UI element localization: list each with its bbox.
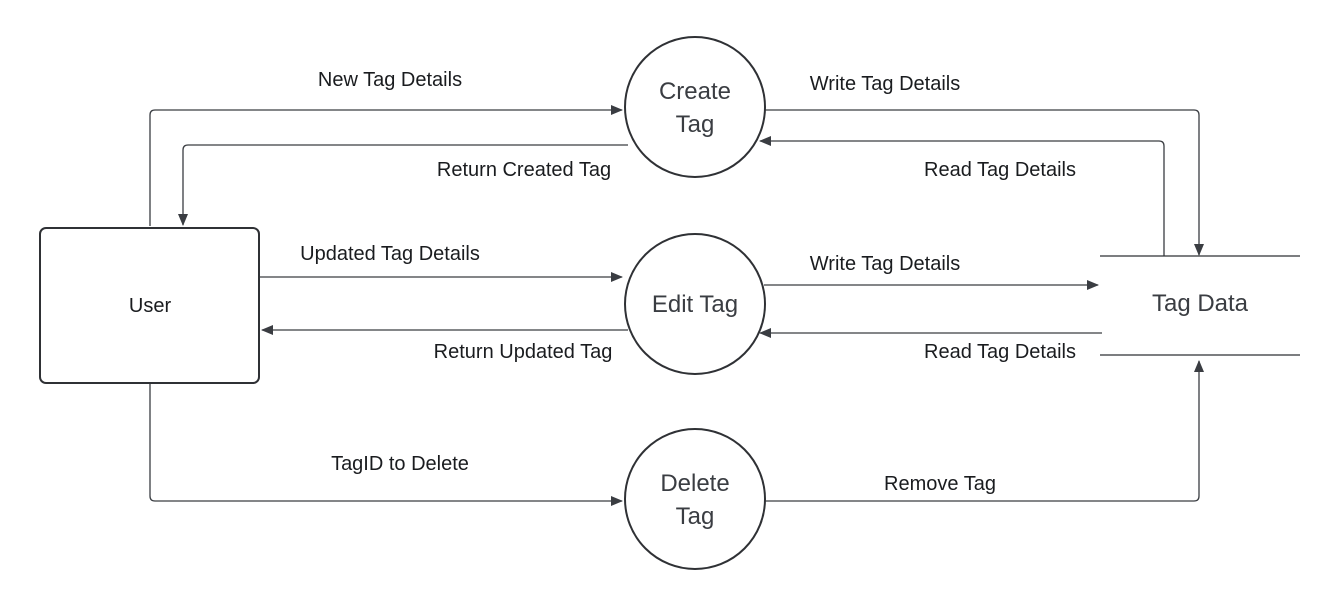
process-create-tag[interactable]: Create Tag <box>624 36 766 178</box>
label-write-tag-details-create: Write Tag Details <box>810 73 960 95</box>
flow-remove-tag[interactable] <box>765 360 1204 502</box>
flow-return-created-tag[interactable] <box>178 144 628 226</box>
datastore-tag-data[interactable]: Tag Data <box>1100 255 1300 356</box>
entity-user[interactable]: User <box>39 227 260 384</box>
process-edit-tag-label: Edit Tag <box>652 291 738 318</box>
label-return-updated-tag: Return Updated Tag <box>434 341 613 363</box>
process-delete-tag-label-line1: Delete <box>660 470 729 497</box>
process-create-tag-label-line2: Tag <box>676 111 715 138</box>
entity-user-label: User <box>129 295 172 317</box>
process-edit-tag[interactable]: Edit Tag <box>624 233 766 375</box>
flow-read-tag-details-create[interactable] <box>759 136 1165 256</box>
process-delete-tag[interactable]: Delete Tag <box>624 428 766 570</box>
label-new-tag-details: New Tag Details <box>318 69 462 91</box>
label-tagid-to-delete: TagID to Delete <box>331 453 469 475</box>
datastore-tag-data-label: Tag Data <box>1152 290 1249 317</box>
label-read-tag-details-create: Read Tag Details <box>924 159 1076 181</box>
label-return-created-tag: Return Created Tag <box>437 159 611 181</box>
process-delete-tag-label-line2: Tag <box>676 503 715 530</box>
label-remove-tag: Remove Tag <box>884 473 996 495</box>
flow-tagid-to-delete[interactable] <box>149 384 623 506</box>
label-write-tag-details-edit: Write Tag Details <box>810 253 960 275</box>
label-read-tag-details-edit: Read Tag Details <box>924 341 1076 363</box>
label-updated-tag-details: Updated Tag Details <box>300 243 480 265</box>
process-create-tag-label-line1: Create <box>659 78 731 105</box>
flow-new-tag-details[interactable] <box>149 105 623 226</box>
flow-write-tag-details-create[interactable] <box>765 109 1204 256</box>
